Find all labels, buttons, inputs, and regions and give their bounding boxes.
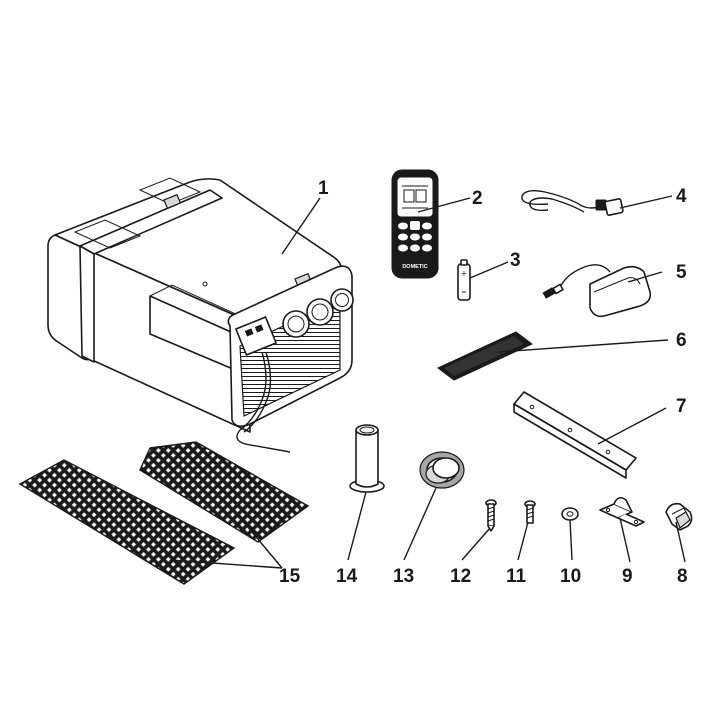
callout-15: 15 [279, 566, 301, 587]
callout-3: 3 [510, 250, 521, 271]
svg-text:+: + [461, 269, 468, 278]
air-conditioner-unit [47, 177, 354, 453]
callout-5: 5 [676, 262, 687, 283]
callout-numbers: 1 2 3 4 5 6 7 8 9 10 11 12 13 14 15 [279, 178, 688, 587]
drain-tube [349, 424, 385, 493]
callout-11: 11 [506, 566, 527, 587]
remote-control: DOMETIC [391, 169, 439, 279]
callout-8: 8 [677, 566, 688, 587]
grommet [419, 451, 465, 489]
cable-clip [665, 502, 693, 531]
leader-lines [169, 195, 686, 569]
callout-1: 1 [318, 178, 329, 199]
callout-6: 6 [676, 330, 687, 351]
battery: + [457, 259, 471, 301]
callout-4: 4 [676, 186, 687, 207]
mesh-grilles [18, 441, 310, 585]
pipe-clamp [599, 496, 645, 527]
callout-2: 2 [472, 188, 483, 209]
connection-cable [521, 189, 624, 216]
callout-10: 10 [560, 566, 581, 587]
remote-brand-text: DOMETIC [402, 264, 427, 270]
control-panel [542, 264, 652, 318]
angle-bracket [513, 391, 637, 479]
callout-7: 7 [676, 396, 687, 417]
callout-13: 13 [393, 566, 414, 587]
washer [561, 507, 579, 521]
callout-12: 12 [450, 566, 471, 587]
short-screw [524, 500, 536, 524]
callout-14: 14 [336, 566, 358, 587]
foam-gasket [437, 331, 533, 381]
long-screw [485, 499, 497, 532]
callout-9: 9 [622, 566, 633, 587]
